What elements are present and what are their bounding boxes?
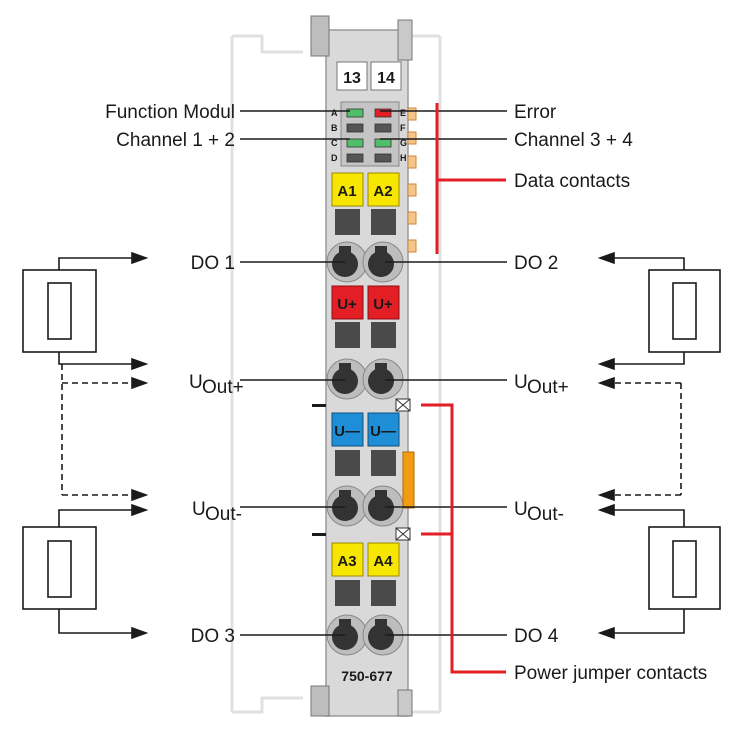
label-uout-plus-right-sub: Out+ bbox=[527, 377, 569, 398]
terminal-a4 bbox=[367, 542, 400, 577]
label-uout-minus-right-sub: Out- bbox=[527, 504, 564, 525]
power-jumper-contact-blades bbox=[312, 398, 415, 541]
leader-lines bbox=[240, 110, 507, 636]
right-load-circuits bbox=[597, 251, 721, 640]
data-contacts bbox=[407, 107, 417, 253]
terminal-u-plus-2-label: U+ bbox=[373, 296, 393, 313]
label-uout-minus-left: U Out- bbox=[192, 499, 242, 525]
label-do2: DO 2 bbox=[514, 253, 558, 274]
terminal-u-plus-1 bbox=[331, 285, 364, 320]
left-load-circuits bbox=[22, 251, 149, 640]
slot-labels: 13 14 bbox=[336, 61, 402, 91]
slot-number-left: 13 bbox=[343, 70, 361, 87]
led-letter-a: A bbox=[331, 108, 338, 118]
part-number: 750-677 bbox=[341, 668, 393, 684]
terminal-a1 bbox=[331, 172, 364, 207]
terminal-u-minus-1-label: U— bbox=[334, 423, 360, 440]
led-f bbox=[374, 123, 392, 133]
led-panel: A B C D E F G H bbox=[331, 101, 407, 167]
led-e-red bbox=[374, 108, 392, 118]
label-do3: DO 3 bbox=[191, 626, 235, 647]
label-do1: DO 1 bbox=[191, 253, 235, 274]
label-power-jumper-contacts: Power jumper contacts bbox=[514, 663, 707, 684]
led-g-green bbox=[374, 138, 392, 148]
label-uout-minus-right-main: U bbox=[514, 499, 528, 520]
led-letter-f: F bbox=[400, 123, 406, 133]
led-h bbox=[374, 153, 392, 163]
led-letter-d: D bbox=[331, 153, 338, 163]
label-error: Error bbox=[514, 102, 557, 123]
led-letter-h: H bbox=[400, 153, 407, 163]
terminal-a2-label: A2 bbox=[373, 183, 392, 200]
led-letter-c: C bbox=[331, 138, 338, 148]
label-uout-minus-left-sub: Out- bbox=[205, 504, 242, 525]
label-do4: DO 4 bbox=[514, 626, 559, 647]
led-a-green bbox=[346, 108, 364, 118]
terminal-u-minus-2-label: U— bbox=[370, 423, 396, 440]
label-uout-plus-left-main: U bbox=[189, 372, 203, 393]
led-letter-e: E bbox=[400, 108, 406, 118]
slot-number-right: 14 bbox=[377, 70, 395, 87]
led-b bbox=[346, 123, 364, 133]
terminal-a3-label: A3 bbox=[337, 553, 356, 570]
terminal-u-minus-2 bbox=[367, 412, 400, 447]
label-channel-1-2: Channel 1 + 2 bbox=[116, 130, 235, 151]
power-jumper-callout bbox=[421, 403, 506, 674]
terminal-a3 bbox=[331, 542, 364, 577]
label-uout-minus-right: U Out- bbox=[514, 499, 564, 525]
clamp-openings bbox=[326, 241, 404, 656]
terminal-blocks: A1 A2 U+ U+ U— U— A3 A4 bbox=[331, 172, 400, 577]
terminal-u-minus-1 bbox=[331, 412, 364, 447]
label-function-modul: Function Modul bbox=[105, 102, 235, 123]
led-c-green bbox=[346, 138, 364, 148]
data-contacts-callout bbox=[435, 103, 506, 254]
led-letter-g: G bbox=[400, 138, 407, 148]
terminal-u-plus-1-label: U+ bbox=[337, 296, 357, 313]
release-slots bbox=[335, 209, 396, 606]
terminal-a2 bbox=[367, 172, 400, 207]
label-uout-plus-left-sub: Out+ bbox=[202, 377, 244, 398]
terminal-a1-label: A1 bbox=[337, 183, 356, 200]
label-uout-minus-left-main: U bbox=[192, 499, 206, 520]
led-letter-b: B bbox=[331, 123, 338, 133]
label-uout-plus-left: U Out+ bbox=[189, 372, 244, 398]
label-channel-3-4: Channel 3 + 4 bbox=[514, 130, 633, 151]
led-d bbox=[346, 153, 364, 163]
label-uout-plus-right: U Out+ bbox=[514, 372, 569, 398]
terminal-u-plus-2 bbox=[367, 285, 400, 320]
label-data-contacts: Data contacts bbox=[514, 171, 630, 192]
terminal-a4-label: A4 bbox=[373, 553, 393, 570]
label-uout-plus-right-main: U bbox=[514, 372, 528, 393]
